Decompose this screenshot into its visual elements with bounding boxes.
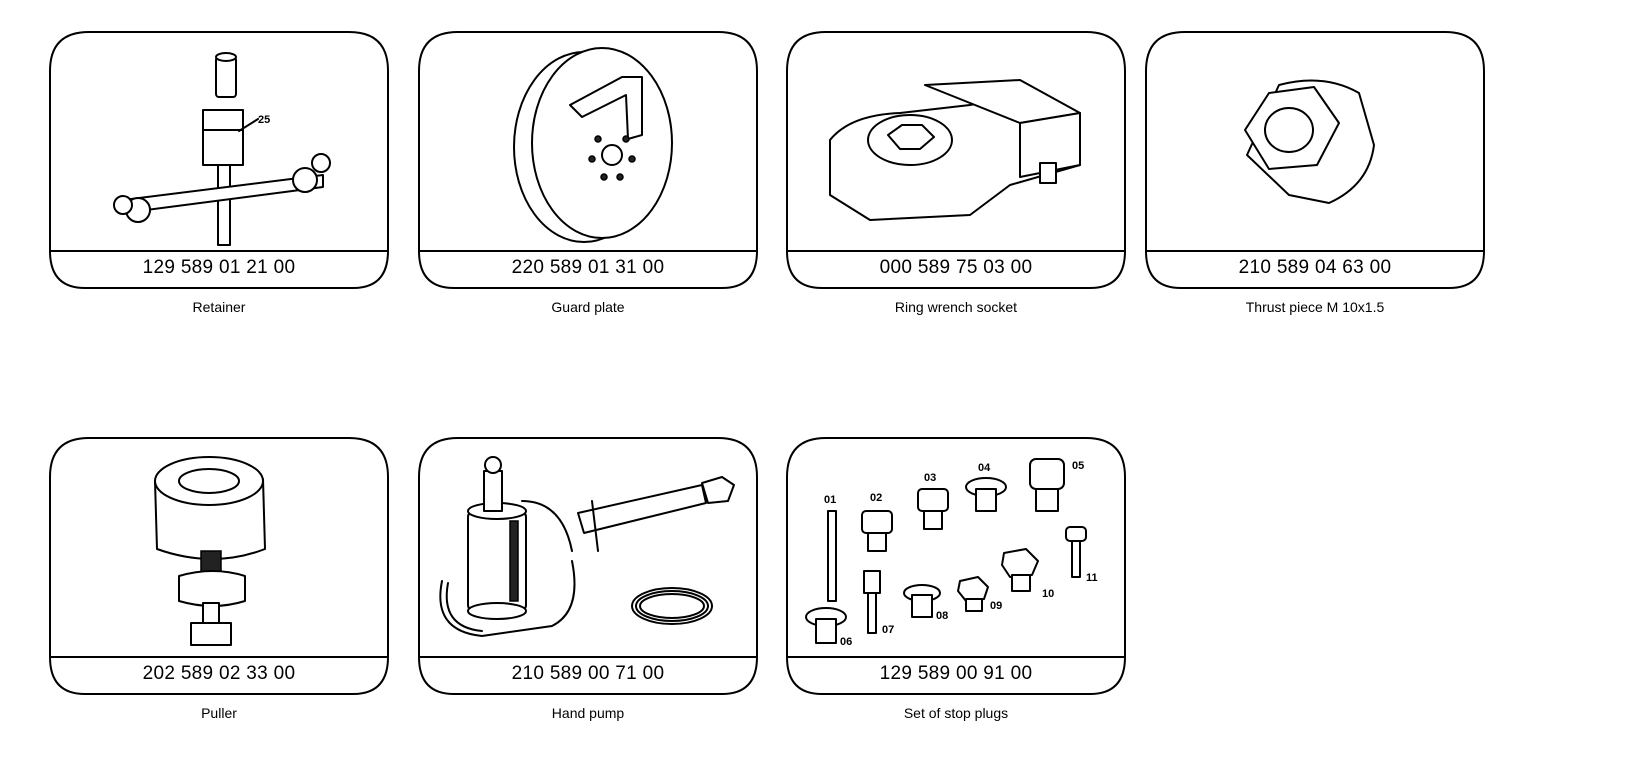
card-border (49, 31, 389, 289)
plug-callout: 08 (936, 610, 948, 622)
card-border (786, 31, 1126, 289)
stop-plugs-illustration: 01 02 03 04 05 06 07 (805, 458, 1098, 648)
card-border (49, 437, 389, 695)
tool-card-hand-pump: 210 589 00 71 00 Hand pump (418, 437, 758, 727)
ring-wrench-socket-illustration (829, 79, 1081, 221)
puller-illustration (154, 456, 266, 646)
tool-card-guard-plate: 220 589 01 31 00 Guard plate (418, 31, 758, 321)
tool-frame: 25 129 589 01 21 00 (49, 31, 389, 289)
tool-frame: 01 02 03 04 05 06 07 (786, 437, 1126, 695)
part-number: 202 589 02 33 00 (142, 663, 296, 684)
part-number: 210 589 00 71 00 (511, 663, 665, 684)
card-border (1145, 31, 1485, 289)
tool-name: Retainer (192, 299, 246, 315)
plug-callout: 04 (978, 462, 991, 474)
tool-frame: 000 589 75 03 00 (786, 31, 1126, 289)
part-number: 000 589 75 03 00 (879, 257, 1033, 278)
card-border (418, 31, 758, 289)
plug-callout: 09 (990, 600, 1002, 612)
part-number: 129 589 01 21 00 (142, 257, 296, 278)
tool-name: Set of stop plugs (903, 705, 1009, 721)
card-border (786, 437, 1126, 695)
tool-card-thrust-piece: 210 589 04 63 00 Thrust piece M 10x1.5 (1145, 31, 1485, 321)
tool-name: Thrust piece M 10x1.5 (1245, 299, 1385, 315)
tool-card-stop-plugs: 01 02 03 04 05 06 07 (786, 437, 1126, 727)
retainer-illustration: 25 (113, 52, 331, 246)
hand-pump-illustration (439, 456, 735, 637)
card-border (418, 437, 758, 695)
svg-text:25: 25 (258, 114, 270, 126)
guard-plate-illustration (513, 47, 673, 243)
tool-name: Hand pump (551, 705, 625, 721)
tool-frame: 210 589 00 71 00 (418, 437, 758, 695)
tool-card-ring-wrench-socket: 000 589 75 03 00 Ring wrench socket (786, 31, 1126, 321)
plug-callout: 01 (824, 494, 836, 506)
plug-callout: 11 (1086, 572, 1098, 584)
part-number: 129 589 00 91 00 (879, 663, 1033, 684)
tool-name: Guard plate (551, 299, 625, 315)
tool-frame: 210 589 04 63 00 (1145, 31, 1485, 289)
plug-callout: 10 (1042, 588, 1054, 600)
tool-frame: 220 589 01 31 00 (418, 31, 758, 289)
tool-frame: 202 589 02 33 00 (49, 437, 389, 695)
thrust-piece-illustration (1244, 79, 1375, 204)
plug-callout: 06 (840, 636, 852, 648)
part-number: 210 589 04 63 00 (1238, 257, 1392, 278)
part-number: 220 589 01 31 00 (511, 257, 665, 278)
plug-callout: 02 (870, 492, 882, 504)
plug-callout: 05 (1072, 460, 1084, 472)
tool-name: Puller (201, 705, 237, 721)
tool-card-retainer: 25 129 589 01 21 00 Retainer (49, 31, 389, 321)
plug-callout: 07 (882, 624, 894, 636)
plug-callout: 03 (924, 472, 936, 484)
tool-name: Ring wrench socket (894, 299, 1018, 315)
tool-card-puller: 202 589 02 33 00 Puller (49, 437, 389, 727)
